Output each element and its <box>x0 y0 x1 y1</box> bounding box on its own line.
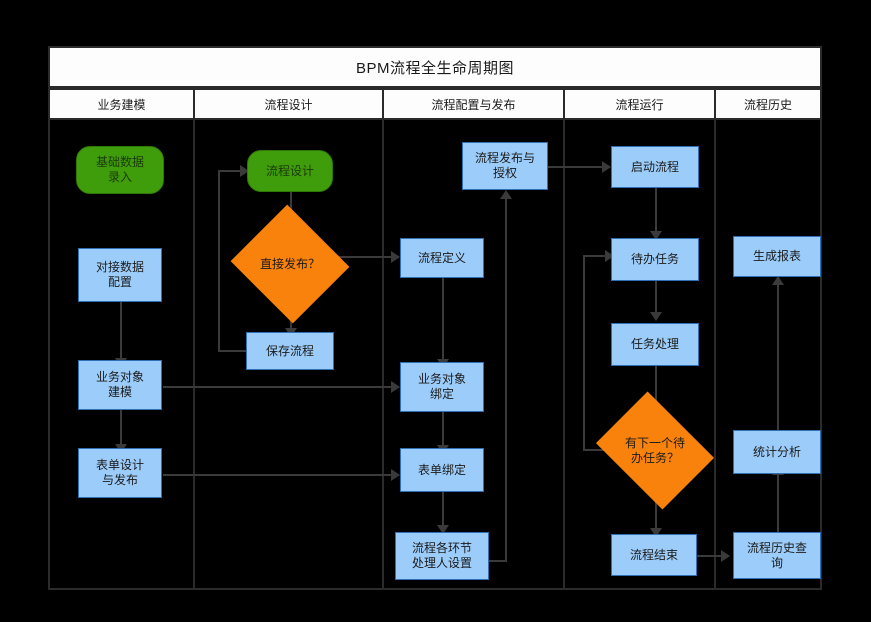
node-label: 流程发布与授权 <box>474 151 535 180</box>
node-label: 流程历史查询 <box>746 540 807 570</box>
node-label: 基础数据录入 <box>95 155 144 184</box>
edge-line <box>583 449 610 451</box>
edge-line <box>218 171 220 352</box>
lane-divider-4 <box>714 120 716 590</box>
lane-header-label: 流程配置与发布 <box>431 97 516 112</box>
edge-arrow <box>650 312 662 321</box>
lane-header-process-design: 流程设计 <box>193 88 384 120</box>
node-label: 业务对象建模 <box>95 370 144 399</box>
edge-arrow <box>391 251 400 263</box>
edge-arrow <box>437 525 449 534</box>
edge-line <box>487 560 507 562</box>
edge-line <box>777 474 779 532</box>
node-label: 流程各环节处理人设置 <box>411 541 472 570</box>
node-statistical-analysis[interactable]: 统计分析 <box>733 430 821 474</box>
edge-line <box>548 166 610 168</box>
edge-arrow <box>602 161 611 173</box>
node-process-definition[interactable]: 流程定义 <box>400 238 484 278</box>
node-label: 表单绑定 <box>417 462 466 477</box>
node-label: 表单设计与发布 <box>95 458 144 487</box>
node-label: 启动流程 <box>630 159 679 174</box>
node-form-design-publish[interactable]: 表单设计与发布 <box>78 448 162 498</box>
node-process-history-query[interactable]: 流程历史查询 <box>733 532 821 579</box>
edge-arrow <box>391 381 400 393</box>
edge-line <box>655 487 657 531</box>
node-label: 流程定义 <box>417 250 466 265</box>
edge-line <box>505 198 507 562</box>
edge-arrow <box>500 190 512 199</box>
lane-header-label: 流程运行 <box>615 97 664 112</box>
node-form-binding[interactable]: 表单绑定 <box>400 448 484 492</box>
edge-line <box>120 410 122 448</box>
node-label: 直接发布？ <box>259 256 320 271</box>
node-node-handler-setup[interactable]: 流程各环节处理人设置 <box>395 532 489 580</box>
edge-line <box>218 170 246 172</box>
node-process-publish-authorize[interactable]: 流程发布与授权 <box>462 142 548 190</box>
node-basic-data-entry[interactable]: 基础数据录入 <box>76 146 164 194</box>
swimlane-frame <box>48 46 822 590</box>
lane-header-label: 业务建模 <box>97 97 146 112</box>
lane-header-process-runtime: 流程运行 <box>563 88 716 120</box>
edge-line <box>583 255 611 257</box>
node-save-process[interactable]: 保存流程 <box>246 332 334 370</box>
node-label: 流程设计 <box>265 163 314 178</box>
edge-line <box>442 492 444 528</box>
edge-line <box>697 555 729 557</box>
node-label: 生成报表 <box>752 249 801 263</box>
edge-line <box>442 278 444 362</box>
diagram-title: BPM流程全生命周期图 <box>355 59 514 77</box>
edge-line <box>336 256 399 258</box>
edge-arrow <box>772 276 784 285</box>
node-next-task-decision[interactable]: 有下一个待办任务？ <box>595 391 715 510</box>
edge-line <box>163 474 399 476</box>
node-label: 业务对象绑定 <box>417 372 466 401</box>
edge-arrow <box>240 165 249 177</box>
node-generate-report[interactable]: 生成报表 <box>733 236 821 277</box>
node-label: 待办任务 <box>630 252 679 266</box>
edge-arrow <box>650 528 662 537</box>
node-label: 有下一个待办任务？ <box>624 435 685 465</box>
edge-line <box>120 302 122 360</box>
lane-header-config-publish: 流程配置与发布 <box>382 88 565 120</box>
node-data-interface-config[interactable]: 对接数据配置 <box>78 248 162 302</box>
edge-line <box>442 412 444 448</box>
edge-arrow <box>650 231 662 240</box>
node-label: 任务处理 <box>630 337 679 351</box>
node-label: 流程结束 <box>629 547 678 562</box>
edge-line <box>218 350 248 352</box>
lane-divider-2 <box>382 120 384 590</box>
node-direct-publish-decision[interactable]: 直接发布？ <box>230 204 350 324</box>
edge-line <box>655 366 657 412</box>
lane-header-label: 流程历史 <box>743 97 792 112</box>
edge-line <box>655 281 657 315</box>
edge-line <box>163 386 399 388</box>
edge-arrow <box>391 469 400 481</box>
lane-divider-1 <box>193 120 195 590</box>
edge-line <box>290 192 292 220</box>
node-start-process[interactable]: 启动流程 <box>611 146 699 188</box>
edge-line <box>777 284 779 430</box>
edge-arrow <box>605 250 614 262</box>
node-process-design[interactable]: 流程设计 <box>247 150 333 192</box>
node-process-end[interactable]: 流程结束 <box>611 534 697 576</box>
node-task-processing[interactable]: 任务处理 <box>611 323 699 366</box>
node-business-object-modeling[interactable]: 业务对象建模 <box>78 360 162 410</box>
lane-header-label: 流程设计 <box>264 97 313 112</box>
edge-line <box>655 188 657 234</box>
node-label: 统计分析 <box>752 444 801 459</box>
node-todo-task[interactable]: 待办任务 <box>611 238 699 281</box>
node-label: 保存流程 <box>265 343 314 358</box>
lane-divider-3 <box>563 120 565 590</box>
edge-line <box>583 256 585 451</box>
node-business-object-binding[interactable]: 业务对象绑定 <box>400 362 484 412</box>
node-label: 对接数据配置 <box>95 260 144 289</box>
edge-arrow <box>721 550 730 562</box>
